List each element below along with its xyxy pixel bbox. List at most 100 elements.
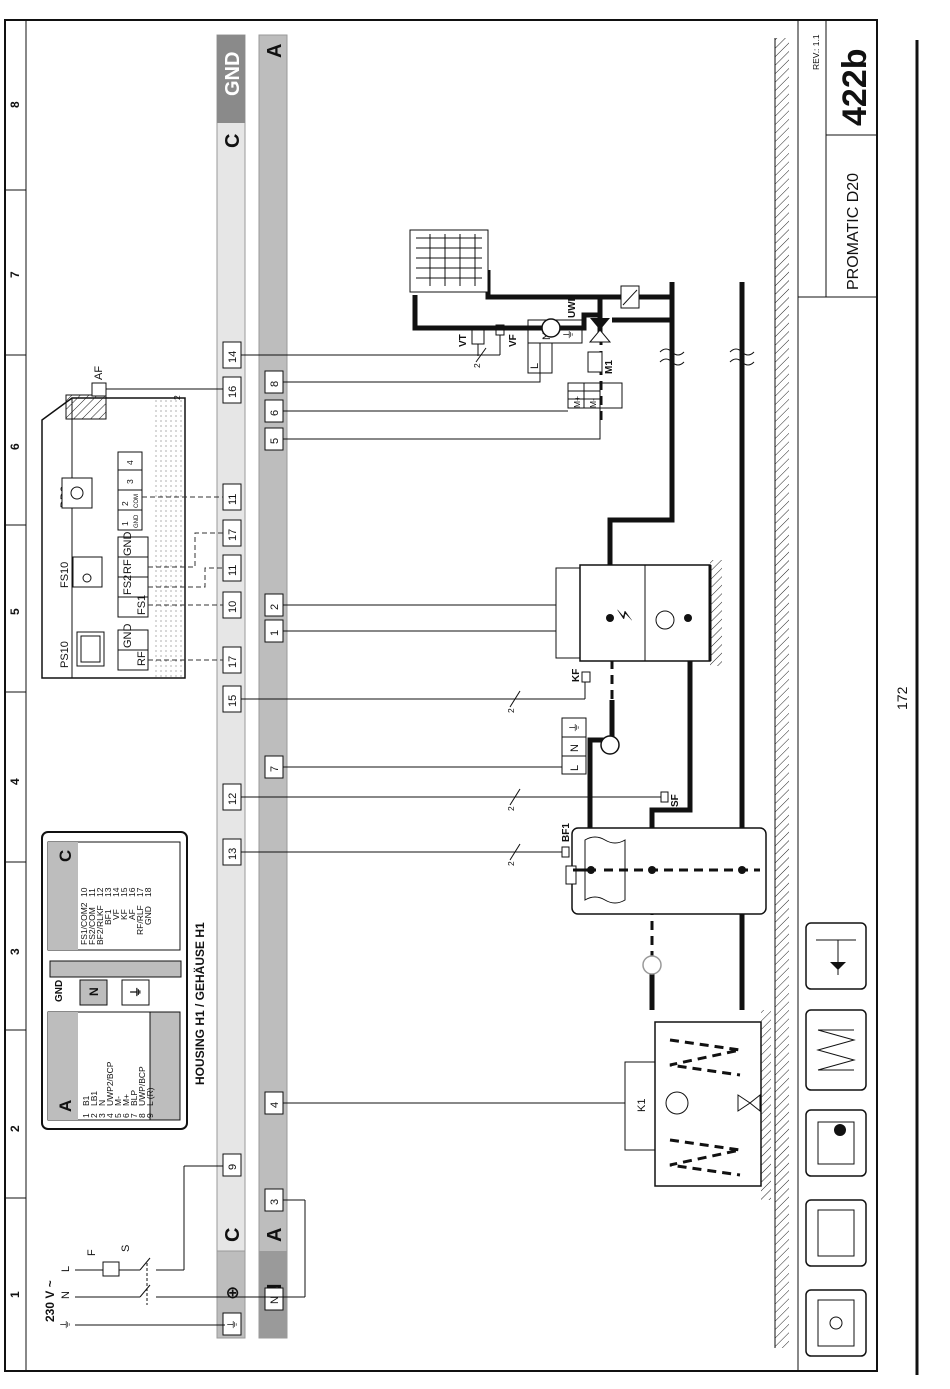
floor-hatch: [775, 38, 789, 1348]
c-terminal: 12: [222, 783, 242, 811]
dd2-t1: 1: [120, 521, 130, 526]
svg-text:14: 14: [111, 887, 121, 897]
svg-text:15: 15: [119, 887, 129, 897]
grid-number: 8: [8, 101, 22, 108]
svg-text:6: 6: [269, 410, 281, 416]
grid-number: 3: [8, 948, 22, 955]
svg-text:FS2/COM: FS2/COM: [87, 907, 97, 945]
heat-pump: K1: [624, 1010, 771, 1200]
expansion-valve-icon: [737, 1094, 751, 1112]
ps10-gnd: GND: [122, 624, 134, 649]
floor-heating: [409, 229, 489, 293]
mixer-valve: M1: [587, 318, 615, 374]
pump-terminal-blocks: L N ⏚ M+ M- N L N ⏚: [527, 319, 623, 775]
svg-text:M+: M+: [121, 1094, 131, 1106]
grid-number: 7: [8, 271, 22, 278]
uwp-label: UWP: [567, 294, 578, 318]
kf-label: KF: [571, 669, 582, 682]
svg-text:17: 17: [135, 887, 145, 897]
sf-sensor: [660, 791, 669, 803]
svg-text:M-: M-: [588, 398, 598, 408]
pe-symbol: ⊕: [223, 1286, 242, 1300]
svg-text:18: 18: [143, 887, 153, 897]
n-terminal: N: [264, 1287, 284, 1311]
remote-modules: AF 2 PS10 GND RF FS10 GND RF FS2 FS1 DD2: [41, 366, 223, 679]
blp-pump: [600, 735, 620, 755]
svg-text:UWP/BCP: UWP/BCP: [137, 1066, 147, 1106]
pipe-breaks: [659, 348, 755, 366]
svg-text:M-: M-: [113, 1096, 123, 1106]
svg-text:3: 3: [97, 1113, 107, 1118]
af-label: AF: [93, 366, 105, 380]
a-terminal: 5: [264, 427, 284, 451]
dd2-t2b: COM: [134, 494, 140, 508]
svg-text:9: 9: [227, 1164, 239, 1170]
a-bus-label-bottom: A: [264, 1228, 286, 1242]
fs10-gnd: GND: [122, 532, 134, 557]
svg-text:13: 13: [103, 887, 113, 897]
svg-text:VF: VF: [111, 909, 121, 920]
housing-n-head: N: [87, 987, 101, 996]
title-block-code: 422b: [836, 49, 874, 127]
grid-number: 4: [8, 778, 22, 785]
housing-title: HOUSING H1 / GEHÄUSE H1: [192, 922, 207, 1085]
gnd-bus-label: GND: [222, 52, 244, 96]
c-terminal: 15: [222, 685, 242, 713]
svg-text:N: N: [269, 1296, 281, 1304]
svg-text:4: 4: [269, 1102, 281, 1108]
svg-text:10: 10: [227, 601, 239, 613]
storage-tank: [565, 827, 767, 915]
a-terminal: 2: [264, 593, 284, 617]
svg-text:N: N: [569, 744, 581, 752]
housing-a-head: A: [56, 1100, 75, 1112]
svg-text:7: 7: [129, 1113, 139, 1118]
svg-text:UWP2/BCP: UWP2/BCP: [105, 1061, 115, 1106]
housing-c-head: C: [56, 850, 75, 862]
svg-text:L (R): L (R): [145, 1087, 155, 1106]
mains-supply: 230 V ~ ⏚ N L F S: [43, 1165, 306, 1330]
return-pump: [642, 955, 662, 975]
svg-text:14: 14: [227, 351, 239, 363]
svg-text:6: 6: [121, 1113, 131, 1118]
grid-numbers: 1 2 3 4 5 6 7 8: [8, 101, 22, 1298]
wire-count-marks: 2 2 2 2: [472, 347, 521, 866]
fs10-name: FS10: [59, 562, 71, 588]
a-bus-label-top: A: [264, 44, 286, 58]
svg-text:2: 2: [472, 363, 482, 368]
vt-thermostat: [471, 329, 485, 345]
sf-label: SF: [670, 794, 681, 807]
bf1-sensor: [561, 846, 570, 858]
svg-text:1: 1: [81, 1113, 91, 1118]
svg-text:15: 15: [227, 695, 239, 707]
c-bus-gnd-segment: [217, 35, 245, 123]
svg-text:AF: AF: [127, 909, 137, 920]
c-terminal: 11: [222, 483, 242, 511]
compressor-icon: [665, 1091, 689, 1115]
kf-sensor: [581, 671, 591, 683]
c-terminal: 13: [222, 838, 242, 866]
outer-frame: [4, 19, 878, 1372]
svg-text:BF2/RLKF: BF2/RLKF: [95, 905, 105, 945]
c-terminal: 11: [222, 554, 242, 582]
uwp-pump: UWP: [541, 294, 578, 338]
svg-text:9: 9: [145, 1113, 155, 1118]
svg-text:M+: M+: [572, 396, 582, 408]
grid-number: 1: [8, 1291, 22, 1298]
boiler-pump-icon: [655, 610, 675, 630]
a-terminal: 7: [264, 755, 284, 779]
svg-text:7: 7: [269, 766, 281, 772]
vf-label: VF: [508, 334, 519, 347]
a-terminal: 8: [264, 370, 284, 394]
m1-label: M1: [604, 360, 615, 374]
svg-text:3: 3: [269, 1199, 281, 1205]
supply-l: L: [60, 1266, 72, 1272]
svg-text:16: 16: [127, 887, 137, 897]
supply-n: N: [60, 1291, 72, 1299]
svg-text:FS1/COM2: FS1/COM2: [79, 902, 89, 945]
control-wires: [241, 334, 662, 1104]
legend-heating-circuit-icon: [805, 922, 867, 990]
svg-text:⏚: ⏚: [226, 1319, 239, 1330]
